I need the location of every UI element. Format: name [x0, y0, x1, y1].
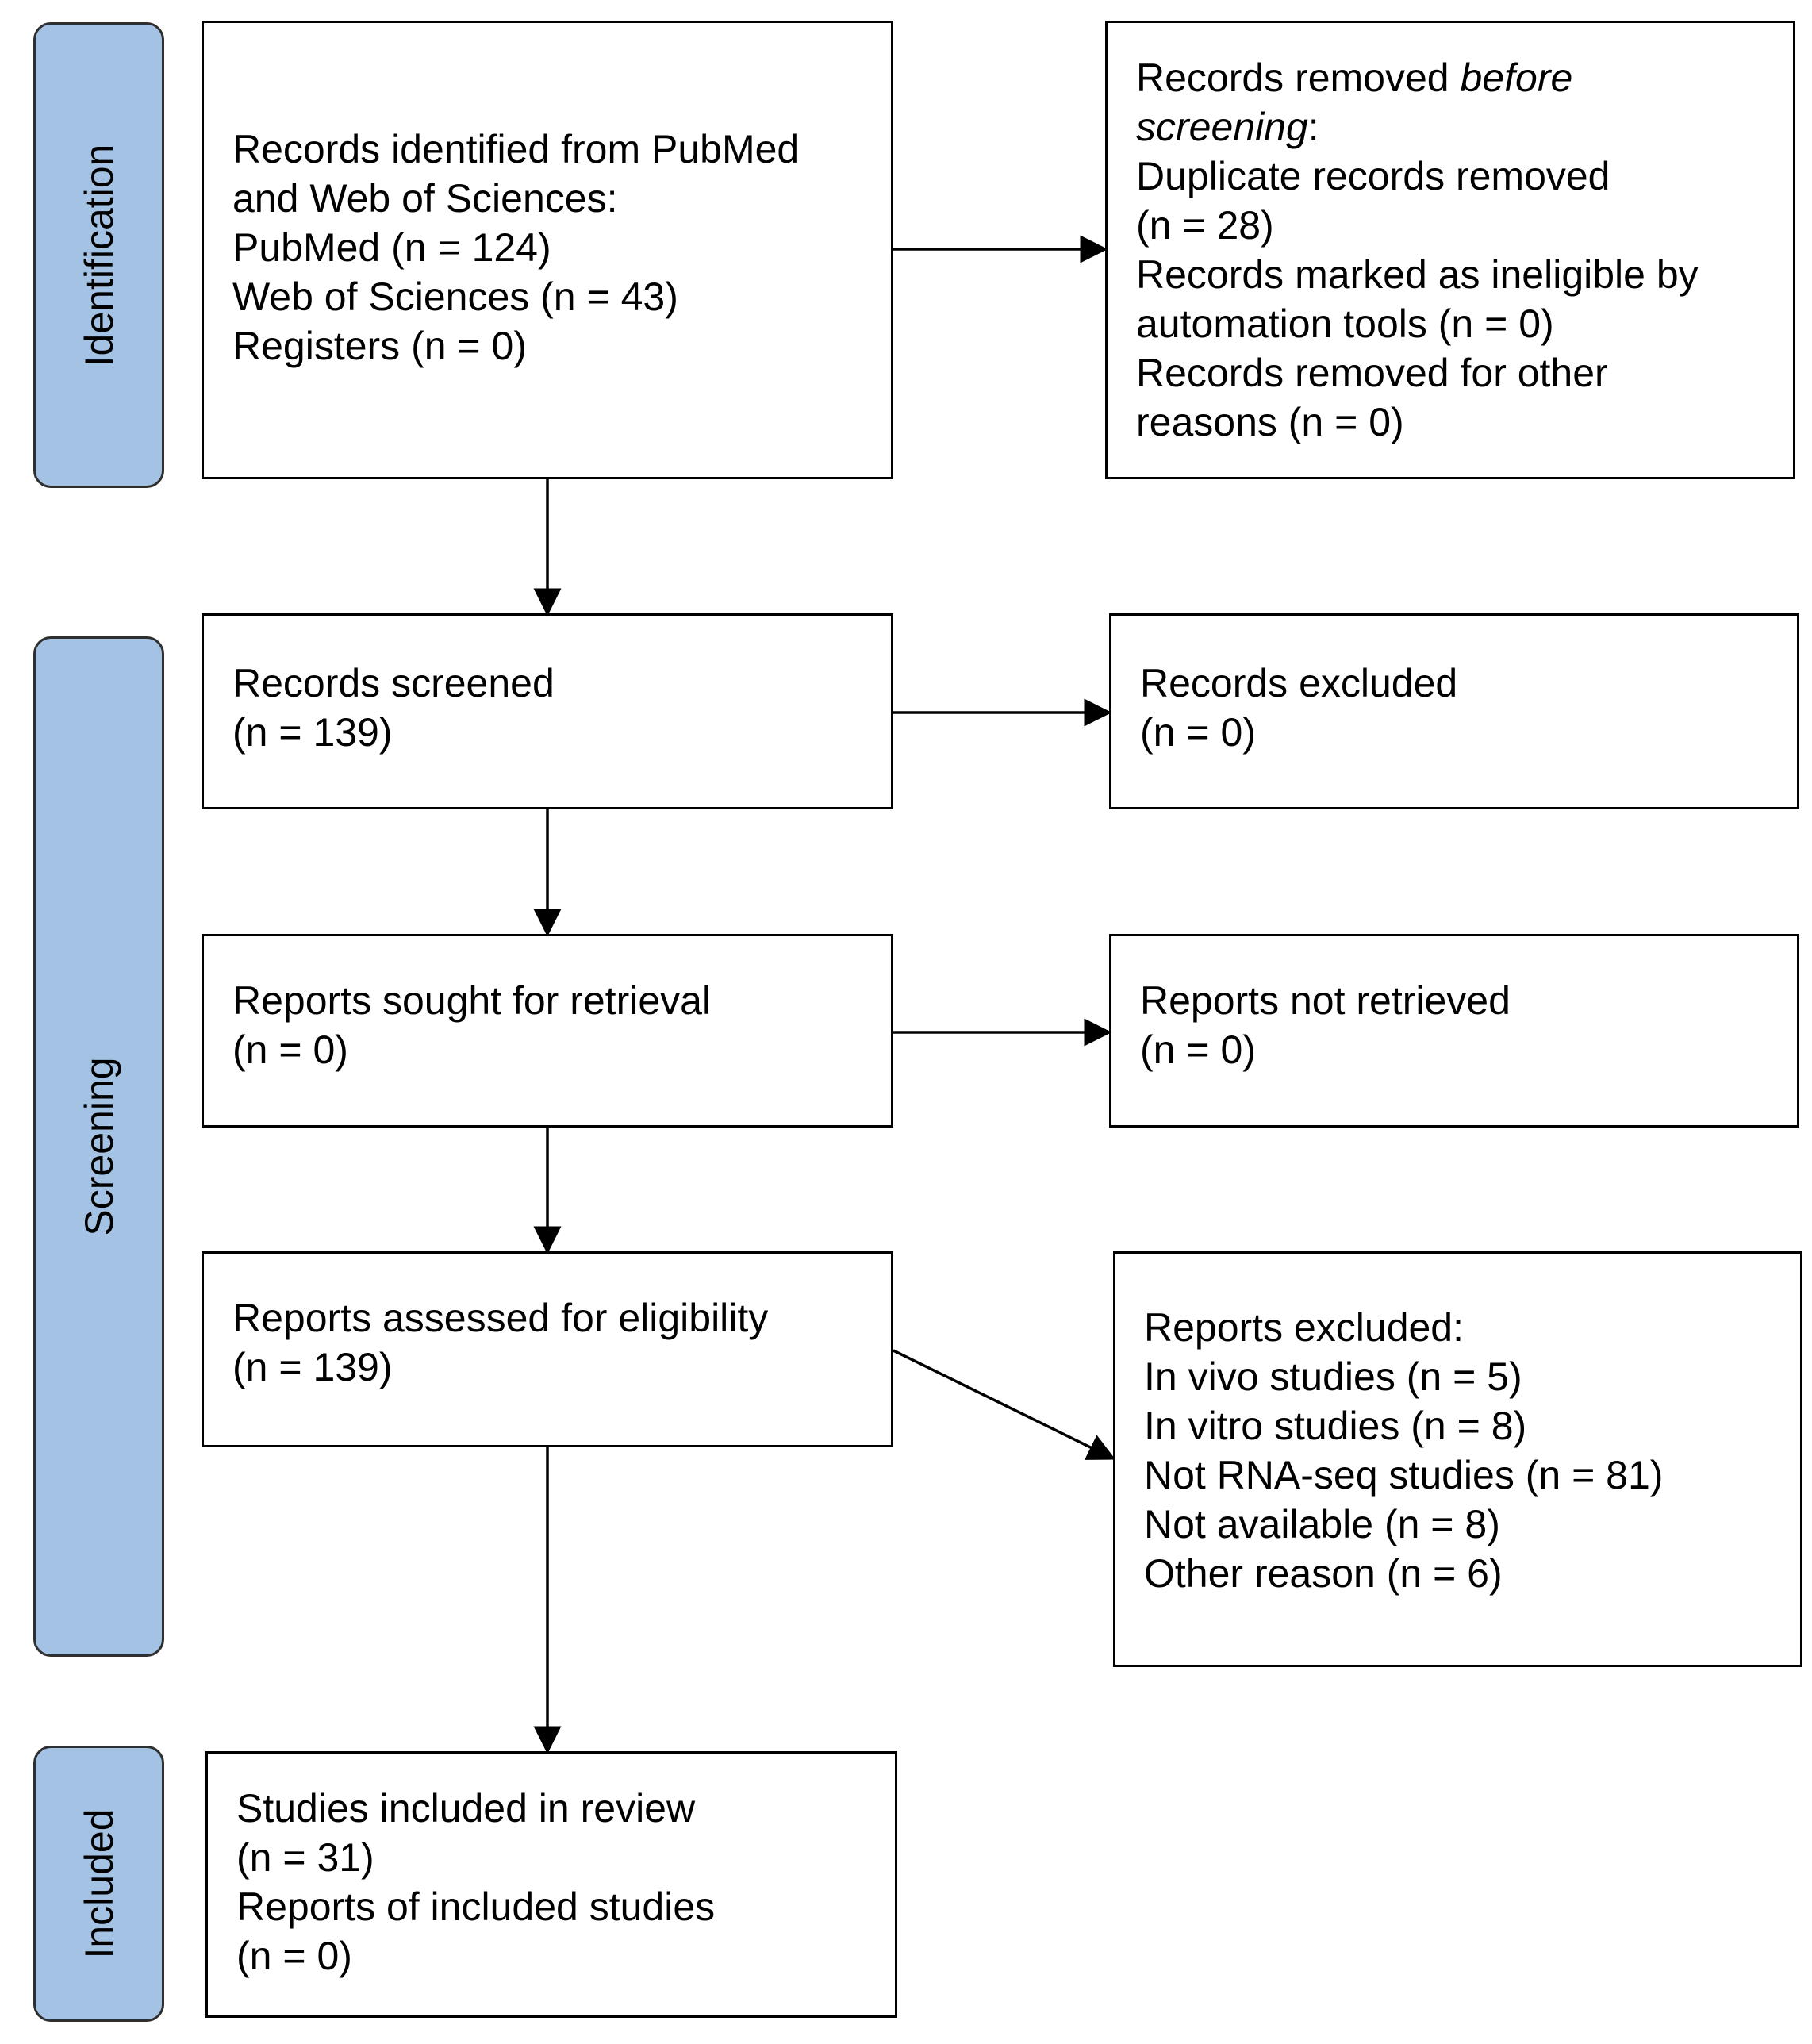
other-removed-count: reasons (n = 0) — [1136, 400, 1404, 444]
pubmed-count: PubMed (n = 124) — [232, 225, 551, 270]
in-vitro-count: In vitro studies (n = 8) — [1144, 1404, 1527, 1448]
records-excluded-box: Records excluded (n = 0) — [1109, 613, 1799, 809]
ineligible-label: Records marked as ineligible by — [1136, 252, 1699, 297]
stage-screening: Screening — [33, 636, 164, 1657]
reports-excluded-box: Reports excluded: In vivo studies (n = 5… — [1113, 1251, 1802, 1667]
records-screened-label: Records screened — [232, 661, 555, 705]
records-removed-heading: Records removed before — [1136, 56, 1573, 100]
stage-screening-label: Screening — [76, 1057, 121, 1236]
ineligible-count: automation tools (n = 0) — [1136, 302, 1554, 346]
studies-included-box: Studies included in review (n = 31) Repo… — [205, 1751, 897, 2018]
not-rna-seq-count: Not RNA-seq studies (n = 81) — [1144, 1453, 1664, 1497]
studies-included-label: Studies included in review — [236, 1786, 696, 1831]
registers-count: Registers (n = 0) — [232, 324, 527, 368]
records-screened-count: (n = 139) — [232, 710, 393, 755]
stage-identification: Identification — [33, 22, 164, 488]
records-screened-box: Records screened (n = 139) — [202, 613, 893, 809]
records-identified-line: Records identified from PubMed — [232, 127, 800, 171]
web-of-sciences-count: Web of Sciences (n = 43) — [232, 275, 678, 319]
records-identified-box: Records identified from PubMed and Web o… — [202, 21, 893, 479]
stage-included-label: Included — [76, 1808, 121, 1959]
reports-included-label: Reports of included studies — [236, 1885, 716, 1929]
arrow-assessed-to-reports-excluded — [893, 1349, 1116, 1460]
records-identified-line: and Web of Sciences: — [232, 176, 618, 221]
not-available-count: Not available (n = 8) — [1144, 1502, 1500, 1546]
reports-assessed-count: (n = 139) — [232, 1345, 393, 1389]
stage-included: Included — [33, 1746, 164, 2022]
duplicates-removed-count: (n = 28) — [1136, 203, 1274, 248]
in-vivo-count: In vivo studies (n = 5) — [1144, 1354, 1522, 1399]
reports-assessed-box: Reports assessed for eligibility (n = 13… — [202, 1251, 893, 1447]
reports-assessed-label: Reports assessed for eligibility — [232, 1296, 769, 1340]
records-excluded-label: Records excluded — [1140, 661, 1458, 705]
records-removed-box: Records removed before screening: Duplic… — [1105, 21, 1795, 479]
reports-sought-count: (n = 0) — [232, 1028, 348, 1072]
reports-sought-label: Reports sought for retrieval — [232, 978, 712, 1023]
reports-not-retrieved-label: Reports not retrieved — [1140, 978, 1511, 1023]
reports-sought-box: Reports sought for retrieval (n = 0) — [202, 934, 893, 1128]
stage-identification-label: Identification — [76, 144, 121, 367]
other-reason-count: Other reason (n = 6) — [1144, 1551, 1503, 1596]
reports-included-count: (n = 0) — [236, 1934, 352, 1978]
reports-not-retrieved-count: (n = 0) — [1140, 1028, 1256, 1072]
reports-not-retrieved-box: Reports not retrieved (n = 0) — [1109, 934, 1799, 1128]
reports-excluded-heading: Reports excluded: — [1144, 1305, 1465, 1350]
other-removed-label: Records removed for other — [1136, 351, 1608, 395]
records-excluded-count: (n = 0) — [1140, 710, 1256, 755]
studies-included-count: (n = 31) — [236, 1835, 374, 1880]
duplicates-removed-label: Duplicate records removed — [1136, 154, 1610, 198]
records-removed-heading-cont: screening: — [1136, 105, 1319, 149]
